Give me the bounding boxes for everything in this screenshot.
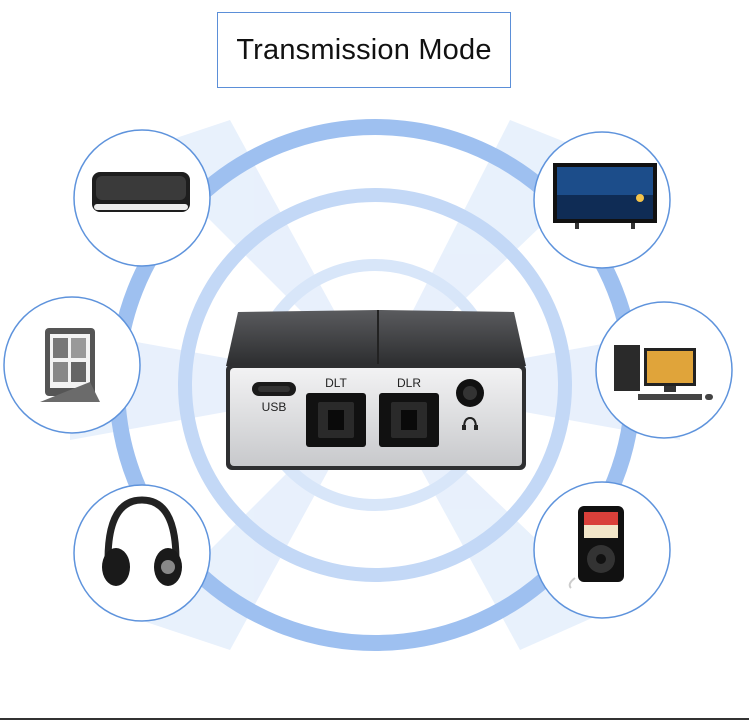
- dlr-label: DLR: [397, 376, 421, 390]
- page-title: Transmission Mode: [236, 33, 492, 66]
- bottom-divider: [0, 718, 749, 720]
- device-circle-tablet: [3, 296, 141, 434]
- tv-icon: [553, 163, 657, 229]
- device-circle-headphones: [73, 484, 211, 622]
- dlr-optical-port: [379, 393, 439, 447]
- desktop-computer-icon: [614, 345, 713, 400]
- device-circle-speaker: [73, 129, 211, 267]
- device-circle-tv: [533, 131, 671, 269]
- dlt-optical-port: [306, 393, 366, 447]
- usb-port: [252, 382, 296, 396]
- dlt-label: DLT: [325, 376, 347, 390]
- headphones-icon: [102, 496, 182, 586]
- tablet-icon: [40, 328, 100, 402]
- device-circle-music-player: [533, 481, 671, 619]
- speaker-icon: [92, 172, 190, 212]
- headphone-jack: [456, 379, 484, 407]
- usb-label: USB: [262, 400, 287, 414]
- headphone-icon: [462, 416, 478, 430]
- converter-device: USB DLT DLR: [226, 310, 526, 470]
- title-box: Transmission Mode: [217, 12, 511, 88]
- music-player-icon: [568, 506, 624, 589]
- device-circle-computer: [595, 301, 733, 439]
